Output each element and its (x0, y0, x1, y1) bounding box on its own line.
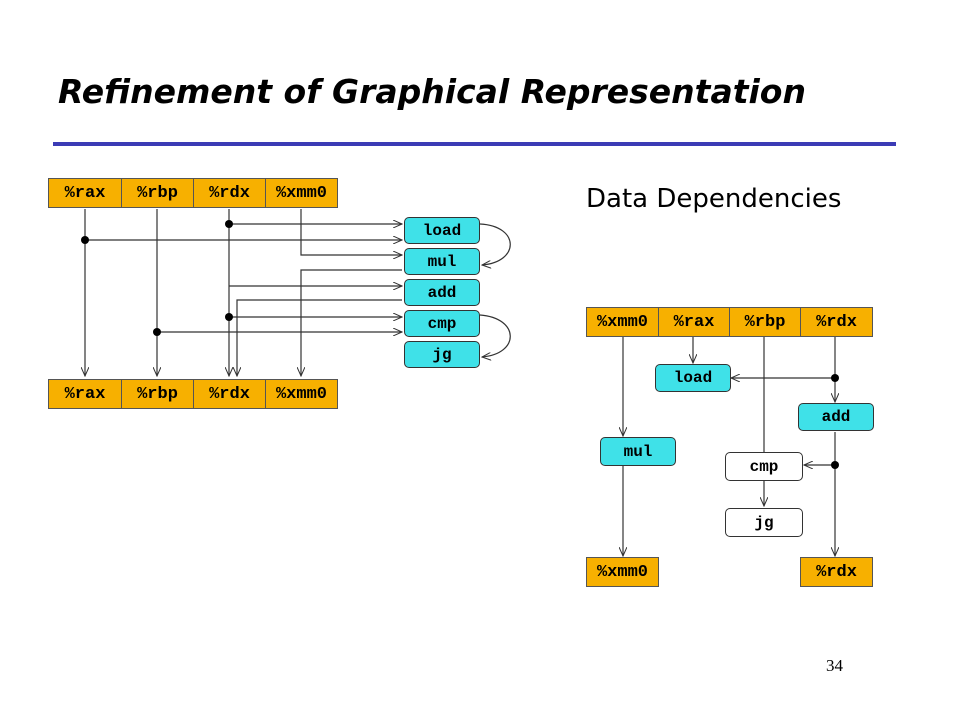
right-bottom-register-rdx: %rdx (800, 557, 873, 587)
diagram-subtitle: Data Dependencies (586, 184, 842, 214)
left-op-load: load (404, 217, 480, 244)
junction-dot (831, 374, 839, 382)
right-top-register-rbp: %rbp (729, 307, 801, 337)
junction-dot (831, 461, 839, 469)
left-top-register-rax: %rax (48, 178, 122, 208)
right-top-register-rax: %rax (658, 307, 730, 337)
left-bottom-register-rax: %rax (48, 379, 122, 409)
junction-dot (225, 313, 233, 321)
xmm0-to-mul-wire (300, 209, 402, 255)
cmp-to-jg-curve (479, 314, 511, 357)
right-op-jg: jg (725, 508, 803, 537)
left-top-register-rbp: %rbp (121, 178, 194, 208)
title-underline (53, 142, 896, 146)
junction-dot (153, 328, 161, 336)
junction-dot (81, 236, 89, 244)
right-op-cmp: cmp (725, 452, 803, 481)
left-op-cmp: cmp (404, 310, 480, 337)
right-top-register-rdx: %rdx (800, 307, 873, 337)
left-bottom-register-xmm0: %xmm0 (265, 379, 338, 409)
right-bottom-register-xmm0: %xmm0 (586, 557, 659, 587)
right-op-mul: mul (600, 437, 676, 466)
left-bottom-register-rdx: %rdx (193, 379, 266, 409)
page-number: 34 (826, 656, 843, 675)
mul-to-xmm0-wire (301, 269, 402, 376)
left-bottom-register-rbp: %rbp (121, 379, 194, 409)
slide-title: Refinement of Graphical Representation (58, 72, 806, 111)
load-to-mul-curve (479, 223, 511, 265)
add-to-rdx-wire (237, 299, 402, 376)
left-op-add: add (404, 279, 480, 306)
left-op-mul: mul (404, 248, 480, 275)
junction-dot (225, 220, 233, 228)
left-op-jg: jg (404, 341, 480, 368)
left-top-register-rdx: %rdx (193, 178, 266, 208)
right-op-add: add (798, 403, 874, 431)
left-top-register-xmm0: %xmm0 (265, 178, 338, 208)
right-top-register-xmm0: %xmm0 (586, 307, 659, 337)
right-op-load: load (655, 364, 731, 392)
